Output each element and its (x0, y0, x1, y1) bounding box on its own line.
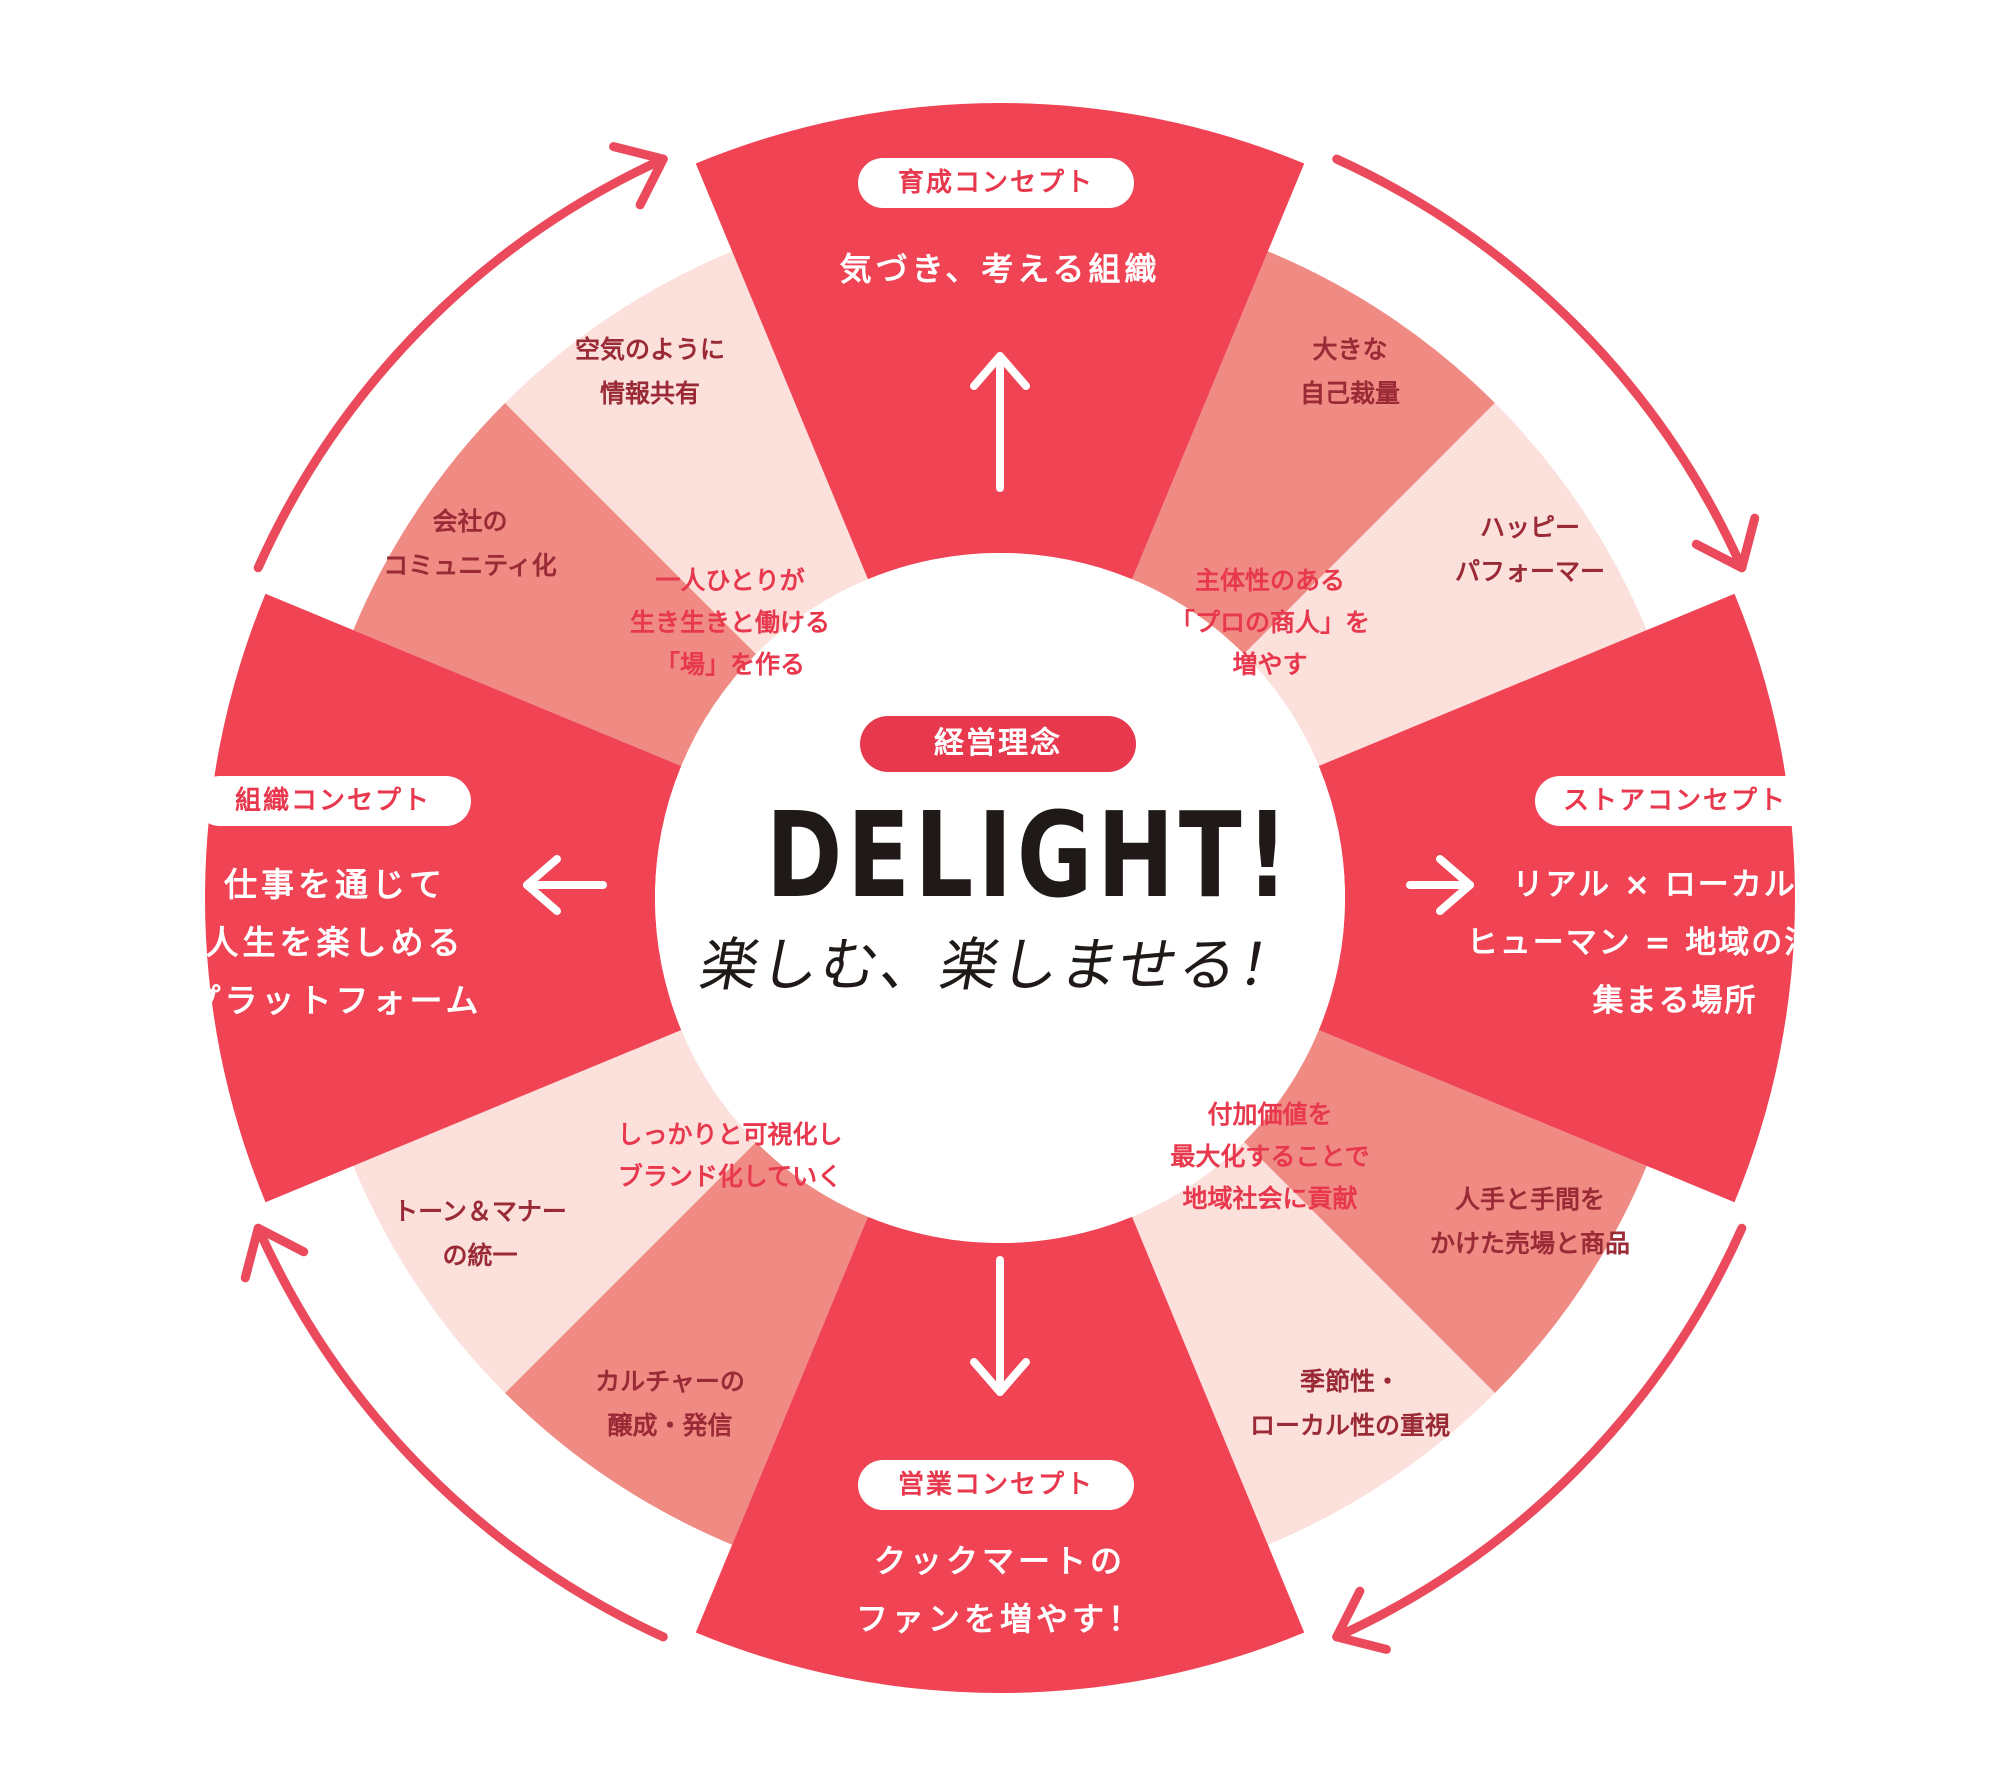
segment-seasonality-locality: 季節性・ ローカル性の重視 (1249, 1367, 1450, 1440)
cycle-arrow-top-right (1332, 154, 1747, 573)
nurture-concept-text: 気づき、考える組織 (839, 250, 1161, 288)
philosophy-subtitle: 楽しむ、楽しませる！ (694, 931, 1306, 999)
philosophy-badge: 経営理念 (860, 716, 1136, 772)
concept-shape-organization (205, 593, 682, 1203)
segment-information-sharing: 空気のように 情報共有 (574, 335, 725, 408)
cycle-arrow-top-right-head (1691, 513, 1760, 573)
segment-shape-culture (505, 1141, 868, 1545)
segment-products-and-floor: 人手と手間を かけた売場と商品 (1429, 1185, 1630, 1258)
center-circle (655, 553, 1345, 1243)
segment-shape-happy-performer (1243, 403, 1647, 766)
sales-concept-badge: 営業コンセプト (858, 1460, 1134, 1510)
inner-text-bottom-left: しっかりと可視化し ブランド化していく (617, 1120, 843, 1191)
cycle-arrow-top-left (253, 154, 668, 573)
concept-shape-sales (695, 1216, 1305, 1693)
inner-text-top-left: 一人ひとりが 生き生きと働ける 「場」を作る (629, 566, 830, 679)
segment-culture: カルチャーの 醸成・発信 (595, 1367, 745, 1440)
cycle-arrow-bottom-left-head (240, 1223, 309, 1283)
segment-happy-performer: ハッピー パフォーマー (1454, 513, 1605, 586)
cycle-arrow-bottom-right (1332, 1223, 1747, 1642)
organization-concept-text: 仕事を通じて 人生を楽しめる プラットフォーム (187, 865, 483, 1020)
segment-large-discretion: 大きな 自己裁量 (1299, 335, 1400, 408)
direction-arrow-up-head (970, 352, 1030, 390)
segment-shape-products-and-floor (1243, 1030, 1647, 1393)
segment-shape-seasonality-locality (1132, 1141, 1495, 1545)
segment-shape-company-community (353, 403, 757, 766)
segment-company-community: 会社の コミュニティ化 (383, 507, 557, 580)
inner-text-bottom-right: 付加価値を 最大化することで 地域社会に貢献 (1170, 1100, 1370, 1213)
segment-shape-large-discretion (1132, 251, 1495, 655)
concept-shape-nurture (695, 103, 1305, 580)
segment-shape-tone-and-manner (353, 1030, 757, 1393)
cycle-arrow-top-left-head (609, 142, 668, 210)
segment-shape-information-sharing (505, 251, 868, 655)
direction-arrow-right-head (1436, 855, 1474, 915)
concept-shape-store (1318, 593, 1795, 1203)
organization-concept-badge: 組織コンセプト (195, 776, 471, 826)
cycle-arrow-bottom-right-head (1332, 1586, 1391, 1654)
philosophy-title: DELIGHT! (766, 786, 1293, 924)
direction-arrow-down-head (970, 1358, 1030, 1396)
store-concept-badge: ストアコンセプト (1535, 776, 1815, 826)
cycle-arrow-bottom-left (253, 1223, 668, 1642)
segment-tone-and-manner: トーン＆マナー の統一 (393, 1197, 567, 1270)
sales-concept-text: クックマートの ファンを増やす！ (855, 1542, 1144, 1638)
store-concept-text: リアル × ローカル × ヒューマン = 地域の活気が 集まる場所 (1466, 867, 1884, 1019)
inner-text-top-right: 主体性のある 「プロの商人」を 増やす (1169, 566, 1370, 679)
direction-arrow-left-head (523, 855, 561, 915)
nurture-concept-badge: 育成コンセプト (858, 158, 1134, 208)
